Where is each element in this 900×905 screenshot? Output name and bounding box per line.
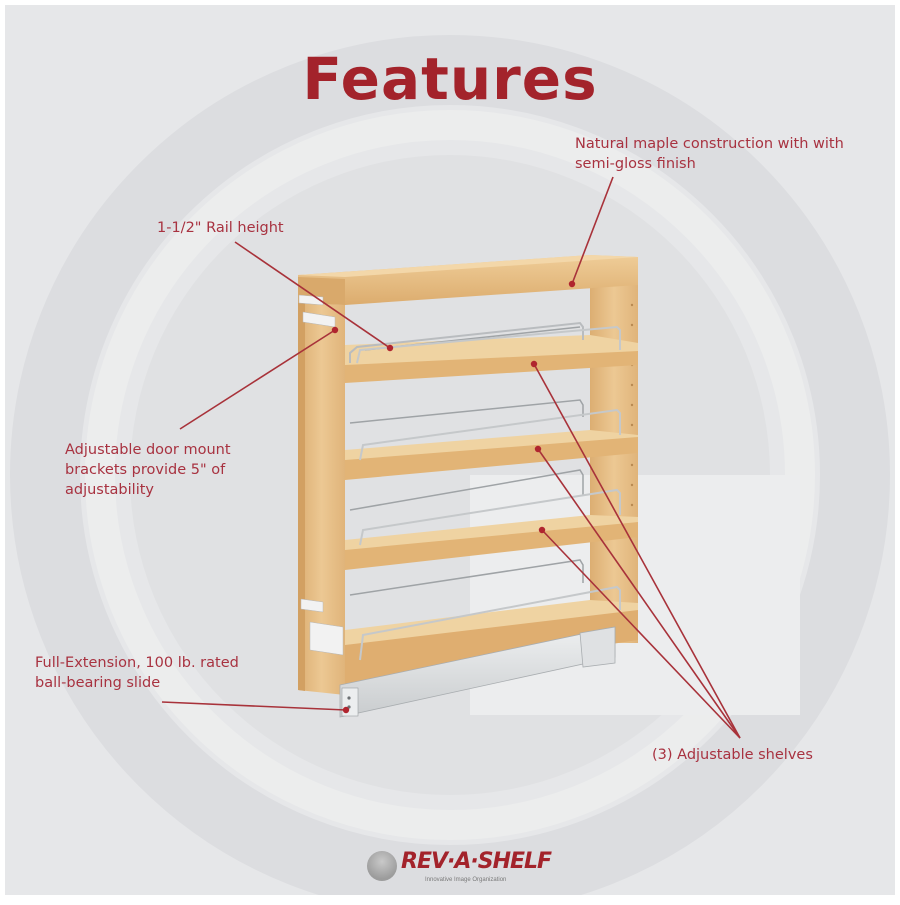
- features-infographic: Features: [5, 5, 895, 895]
- callout-rail-height: 1-1/2" Rail height: [157, 220, 284, 236]
- callout-door-mount-brackets: Adjustable door mount brackets provide 5…: [65, 442, 231, 498]
- callout-adjustable-shelves: (3) Adjustable shelves: [652, 747, 813, 763]
- callout-ball-bearing-slide: Full-Extension, 100 lb. rated ball-beari…: [35, 655, 239, 691]
- shelf-1: [345, 321, 638, 383]
- brand-logo: REV·A·SHELF Innovative Image Organizatio…: [363, 845, 552, 893]
- rev-a-shelf-circle-logo-icon: [367, 851, 397, 881]
- brand-tagline: Innovative Image Organization: [425, 877, 507, 883]
- page-title: Features: [302, 45, 598, 113]
- callout-maple-construction: Natural maple construction with with sem…: [575, 136, 844, 172]
- door-mount-bracket-bottom: [300, 598, 344, 656]
- brand-name: REV·A·SHELF: [401, 849, 552, 874]
